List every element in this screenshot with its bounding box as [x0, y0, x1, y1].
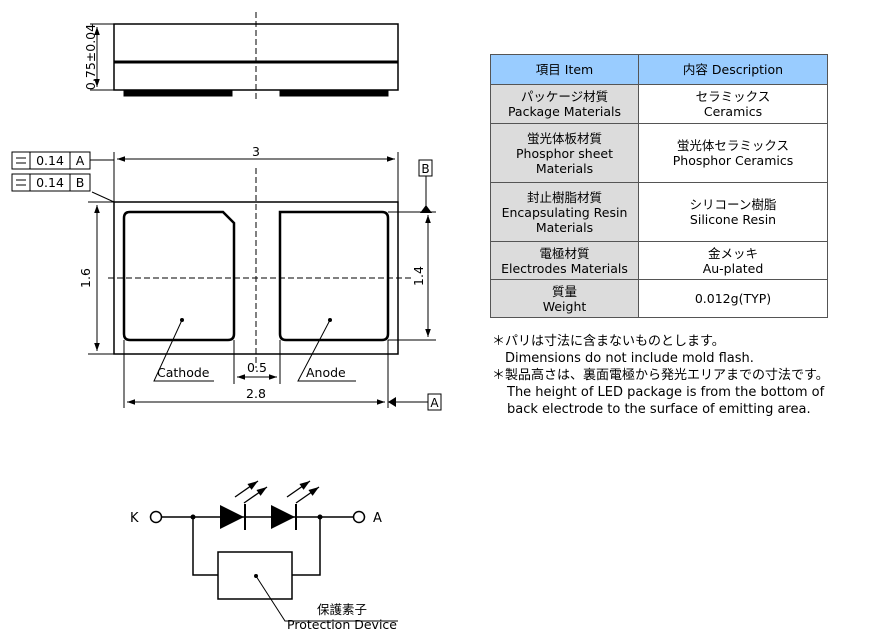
k-label: K — [130, 511, 139, 526]
side-view — [90, 12, 399, 100]
row-item: 封止樹脂材質 Encapsulating Resin Materials — [490, 182, 639, 242]
side-height-dim-text: 0.75±0.04 — [83, 24, 98, 90]
width-dim-text: 3 — [252, 144, 260, 159]
header-description: 内容 Description — [638, 54, 828, 85]
junction-right — [317, 514, 323, 520]
tolerance-b-value: 0.14 — [36, 175, 64, 190]
cathode-leader-dot — [180, 318, 184, 322]
row-description: シリコーン樹脂 Silicone Resin — [638, 182, 828, 242]
datum-b-triangle — [420, 205, 432, 213]
junction-left — [190, 514, 196, 520]
top-view — [88, 152, 436, 408]
note-2-jp: ＊製品高さは、裏面電極から発光エリアまでの寸法です。 — [492, 368, 829, 383]
tolerance-frame-a — [11, 151, 91, 170]
datum-b-box — [418, 159, 433, 177]
led-diode-1 — [220, 504, 246, 530]
tolerance-a-datum: A — [76, 153, 85, 168]
datum-a-label: A — [430, 396, 439, 410]
datum-a-box — [427, 393, 442, 411]
cathode-pad — [122, 210, 236, 342]
tolerance-a-value: 0.14 — [36, 153, 64, 168]
gap-dim-text: 0.5 — [247, 360, 267, 375]
cathode-leader — [153, 319, 214, 382]
row-description: 蛍光体セラミックス Phosphor Ceramics — [638, 123, 828, 183]
side-view-electrode-left — [123, 89, 233, 97]
note-1-en: Dimensions do not include mold flash. — [505, 351, 754, 366]
note-2-en-1: The height of LED package is from the bo… — [507, 385, 825, 400]
datum-b-label: B — [421, 162, 429, 176]
cathode-label: Cathode — [157, 365, 210, 380]
k-terminal — [149, 510, 163, 524]
side-view-electrode-right — [279, 89, 389, 97]
table-row: 封止樹脂材質 Encapsulating Resin Materials シリコ… — [490, 182, 828, 242]
pad-span-dim-text: 2.8 — [246, 386, 266, 401]
notes: ＊パリは寸法に含まないものとします。 Dimensions do not inc… — [492, 333, 829, 418]
table-row: 蛍光体板材質 Phosphor sheet Materials 蛍光体セラミック… — [490, 123, 828, 183]
light-emission-arrows — [234, 480, 320, 504]
note-1-jp: ＊パリは寸法に含まないものとします。 — [492, 334, 725, 349]
datum-a-triangle — [388, 397, 396, 407]
anode-label: Anode — [306, 365, 346, 380]
row-item: 電極材質 Electrodes Materials — [490, 241, 639, 280]
anode-leader-dot — [328, 318, 332, 322]
anode-leader — [297, 319, 356, 382]
note-2-en-2: back electrode to the surface of emittin… — [507, 402, 811, 417]
row-item: パッケージ材質 Package Materials — [490, 84, 639, 124]
row-description: 0.012g(TYP) — [638, 279, 828, 318]
a-terminal — [352, 510, 366, 524]
tolerance-frame-b — [11, 173, 91, 192]
header-item: 項目 Item — [490, 54, 639, 85]
table-row: 質量 Weight 0.012g(TYP) — [490, 279, 828, 318]
protection-leader — [255, 575, 398, 622]
height-dim-text: 1.6 — [78, 268, 93, 288]
row-description: セラミックス Ceramics — [638, 84, 828, 124]
spec-table-header: 項目 Item 内容 Description — [490, 54, 828, 85]
pad-height-dim-text: 1.4 — [411, 266, 426, 286]
row-description: 金メッキ Au-plated — [638, 241, 828, 280]
led-diode-2 — [271, 504, 297, 530]
tolerance-b-datum: B — [76, 175, 85, 190]
anode-pad — [278, 210, 390, 342]
spec-table: 項目 Item 内容 Description パッケージ材質 Package M… — [490, 54, 828, 318]
protection-leader-dot — [254, 574, 258, 578]
protection-label-en: Protection Device — [287, 617, 397, 632]
table-row: パッケージ材質 Package Materials セラミックス Ceramic… — [490, 84, 828, 124]
row-item: 蛍光体板材質 Phosphor sheet Materials — [490, 123, 639, 183]
row-item: 質量 Weight — [490, 279, 639, 318]
a-label: A — [373, 511, 382, 526]
protection-label-jp: 保護素子 — [317, 602, 367, 617]
table-row: 電極材質 Electrodes Materials 金メッキ Au-plated — [490, 241, 828, 280]
